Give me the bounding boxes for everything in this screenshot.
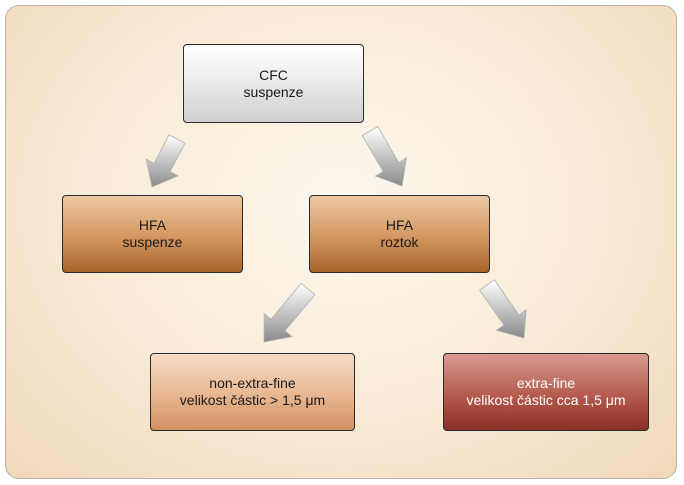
node-extra-fine: extra-fine velikost částic cca 1,5 μm xyxy=(443,353,649,431)
node-hfa-roztok: HFA roztok xyxy=(309,195,490,273)
node-non-extra-fine-subtitle: velikost částic > 1,5 μm xyxy=(179,392,326,408)
node-hfa-suspenze-subtitle: suspenze xyxy=(122,234,183,250)
node-extra-fine-title: extra-fine xyxy=(516,375,576,391)
node-cfc-subtitle: suspenze xyxy=(243,83,304,100)
arrow-cfc-to-hfa-roztok xyxy=(361,125,408,187)
node-extra-fine-subtitle: velikost částic cca 1,5 μm xyxy=(466,392,626,408)
node-hfa-roztok-title: HFA xyxy=(385,217,414,233)
arrow-cfc-to-hfa-suspenze xyxy=(145,134,186,188)
node-hfa-suspenze-title: HFA xyxy=(138,217,167,233)
node-non-extra-fine: non-extra-fine velikost částic > 1,5 μm xyxy=(150,353,355,431)
node-hfa-suspenze: HFA suspenze xyxy=(62,195,243,273)
arrow-hfa-roztok-to-non-extra-fine xyxy=(263,282,316,343)
node-non-extra-fine-title: non-extra-fine xyxy=(209,375,296,391)
node-cfc-suspenze: CFC suspenze xyxy=(183,44,364,123)
node-cfc-title: CFC xyxy=(259,66,288,83)
node-hfa-roztok-subtitle: roztok xyxy=(380,234,419,250)
arrow-hfa-roztok-to-extra-fine xyxy=(479,279,527,339)
